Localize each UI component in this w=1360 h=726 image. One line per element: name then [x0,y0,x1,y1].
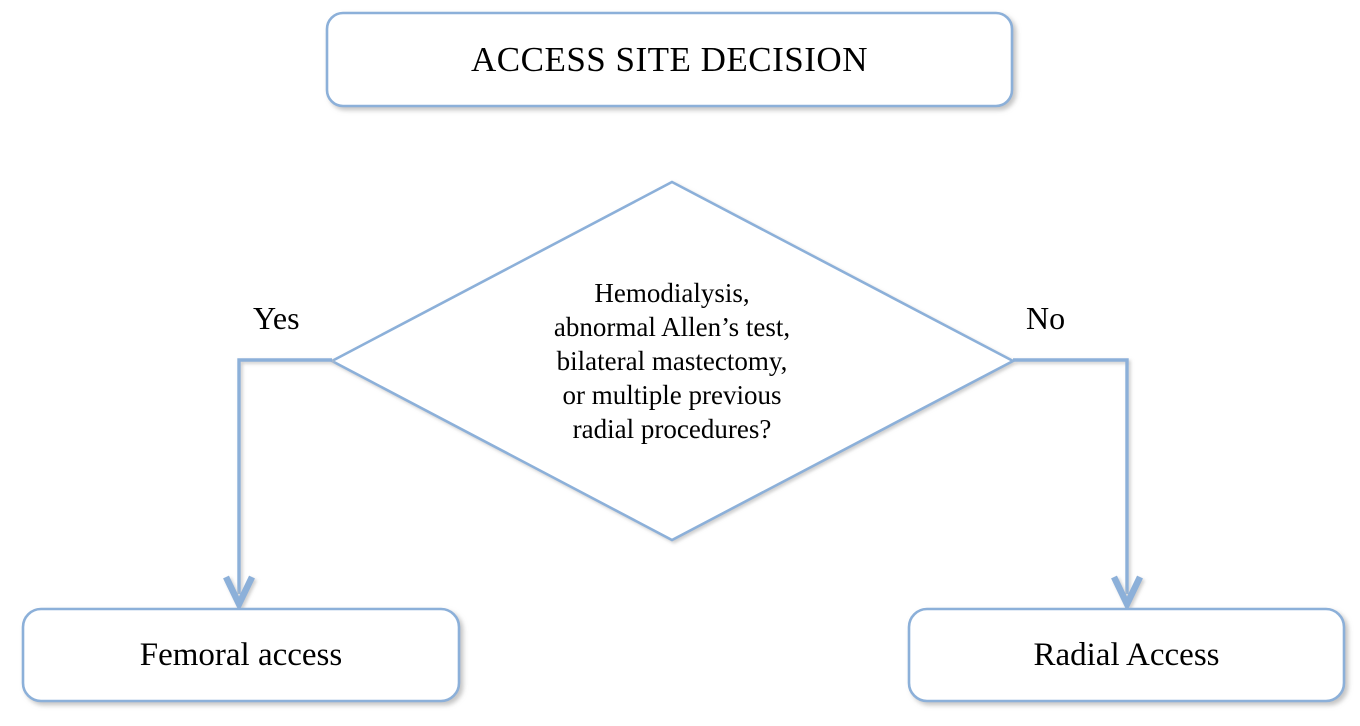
right-outcome-label: Radial Access [1033,636,1220,673]
left-outcome-box-shape[interactable] [21,607,461,703]
connector-yes-branch [237,358,332,594]
decision-line-4: or multiple previous [562,380,782,410]
arrowhead-no-icon [1111,575,1143,612]
connector-no-branch [1013,358,1129,594]
decision-line-3: bilateral mastectomy, [556,346,788,376]
right-outcome-box-shape[interactable] [907,607,1346,703]
branch-label-yes: Yes [253,300,300,336]
decision-line-1: Hemodialysis, [594,278,750,308]
top-box-shape[interactable] [325,11,1014,108]
decision-line-5: radial procedures? [572,414,772,444]
branch-label-no: No [1026,300,1066,336]
decision-diamond-shape[interactable] [329,180,1016,542]
left-outcome-label: Femoral access [139,636,343,673]
page-title: ACCESS SITE DECISION [471,39,868,79]
decision-line-2: abnormal Allen’s test, [553,312,791,342]
decision-node-label: Hemodialysis, abnormal Allen’s test, bil… [452,255,892,467]
arrowhead-yes-icon [223,575,255,612]
